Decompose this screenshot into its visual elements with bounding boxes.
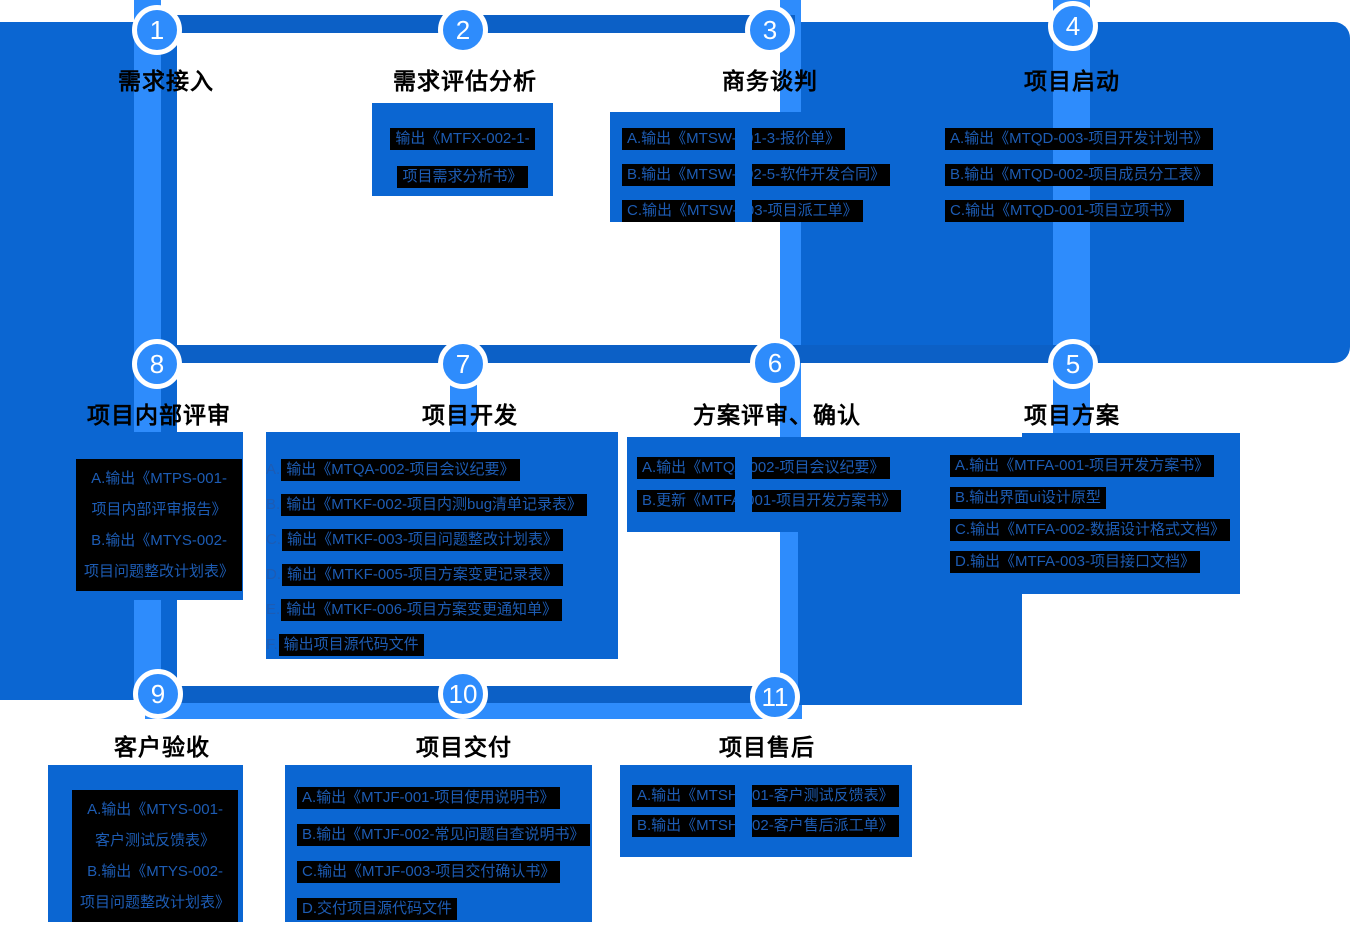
connector-bar-middle <box>157 345 1100 363</box>
list-item: C.输出《MTJF-003-项目交付确认书》 <box>297 861 590 883</box>
list-item: 项目需求分析书》 <box>372 166 553 188</box>
stage10-number-badge: 10 <box>438 669 488 719</box>
list-item: B.输出《MTQD-002-项目成员分工表》 <box>945 164 1214 186</box>
stage6-title: 方案评审、确认 <box>693 402 861 428</box>
stage3-number-badge: 3 <box>745 5 795 55</box>
stage7-output-list: A.输出《MTQA-002-项目会议纪要》 B.输出《MTKF-002-项目内测… <box>266 459 588 669</box>
stage11-title: 项目售后 <box>719 734 815 760</box>
stage6-output-list: A.输出《MTQA-002-项目会议纪要》 B.更新《MTFA-001-项目开发… <box>637 457 902 523</box>
stage11-output-list: A.输出《MTSH-001-客户测试反馈表》 B.输出《MTSH-002-客户售… <box>632 785 899 845</box>
panel-stage11 <box>620 765 912 857</box>
stage8-title: 项目内部评审 <box>87 402 231 428</box>
stage2-output-list: 输出《MTFX-002-1- 项目需求分析书》 <box>372 128 553 204</box>
list-item: 项目问题整改计划表》 <box>80 894 231 911</box>
stage4-output-list: A.输出《MTQD-003-项目开发计划书》 B.输出《MTQD-002-项目成… <box>945 128 1214 236</box>
list-item: A.输出《MTFA-001-项目开发方案书》 <box>950 455 1230 477</box>
stage1-number-badge: 1 <box>132 5 182 55</box>
panel-stripe-stage11 <box>735 780 752 842</box>
list-item: B.输出《MTSH-002-客户售后派工单》 <box>632 815 899 837</box>
list-item: B.输出《MTJF-002-常见问题自查说明书》 <box>297 824 590 846</box>
list-item: D.交付项目源代码文件 <box>297 898 590 920</box>
list-item: A.输出《MTQD-003-项目开发计划书》 <box>945 128 1214 150</box>
list-item: 输出《MTFX-002-1- <box>372 128 553 150</box>
stage7-title: 项目开发 <box>422 402 518 428</box>
stage1-title: 需求接入 <box>118 68 214 94</box>
stage4-title: 项目启动 <box>1024 68 1120 94</box>
stage9-number-badge: 9 <box>133 669 183 719</box>
list-item: B.输出《MTKF-002-项目内测bug清单记录表》 <box>266 494 588 516</box>
stage8-output-list: A.输出《MTPS-001- 项目内部评审报告》 B.输出《MTYS-002- … <box>76 459 243 591</box>
stage4-number-badge: 4 <box>1048 1 1098 51</box>
stage5-number-badge: 5 <box>1048 339 1098 389</box>
list-item: A.输出《MTJF-001-项目使用说明书》 <box>297 787 590 809</box>
list-item: B.输出《MTYS-002- <box>87 863 223 880</box>
list-item: A.输出《MTYS-001- <box>87 801 223 818</box>
stage5-output-list: A.输出《MTFA-001-项目开发方案书》 B.输出界面ui设计原型 C.输出… <box>950 455 1231 583</box>
list-item: A.输出《MTSW-001-3-报价单》 <box>622 128 890 150</box>
stage8-number-badge: 8 <box>132 339 182 389</box>
list-item: C.输出《MTQD-001-项目立项书》 <box>945 200 1213 222</box>
stage9-title: 客户验收 <box>114 734 210 760</box>
panel-stripe-stage6 <box>735 451 752 526</box>
stage6-number-badge: 6 <box>750 338 800 388</box>
list-item: C.输出《MTSW-003-项目派工单》 <box>622 200 890 222</box>
stage5-title: 项目方案 <box>1024 402 1120 428</box>
stage10-title: 项目交付 <box>416 734 512 760</box>
panel-stage6 <box>627 437 903 532</box>
list-item: C.输出《MTFA-002-数据设计格式文档》 <box>950 519 1231 541</box>
stage2-number-badge: 2 <box>438 5 488 55</box>
list-item: B.更新《MTFA-001-项目开发方案书》 <box>637 490 902 512</box>
stage10-output-list: A.输出《MTJF-001-项目使用说明书》 B.输出《MTJF-002-常见问… <box>297 787 590 929</box>
list-item: E.输出《MTKF-006-项目方案变更通知单》 <box>266 599 587 621</box>
list-item: C.输出《MTKF-003-项目问题整改计划表》 <box>266 529 587 551</box>
list-item: A.输出《MTQA-002-项目会议纪要》 <box>266 459 587 481</box>
list-item: A.输出《MTSH-001-客户测试反馈表》 <box>632 785 899 807</box>
stage3-output-list: A.输出《MTSW-001-3-报价单》 B.输出《MTSW-002-5-软件开… <box>622 128 891 236</box>
stage3-title: 商务谈判 <box>722 68 818 94</box>
list-item: 项目问题整改计划表》 <box>84 563 235 580</box>
list-item: A.输出《MTPS-001- <box>91 470 227 487</box>
stage2-title: 需求评估分析 <box>393 68 537 94</box>
list-item: 项目内部评审报告》 <box>91 501 227 518</box>
list-item: F.输出项目源代码文件 <box>266 634 587 656</box>
list-item: B.输出《MTSW-002-5-软件开发合同》 <box>622 164 891 186</box>
panel-stripe-stage3 <box>735 124 752 222</box>
stage11-number-badge: 11 <box>750 672 800 722</box>
list-item: A.输出《MTQA-002-项目会议纪要》 <box>637 457 901 479</box>
list-item: B.输出《MTYS-002- <box>91 532 227 549</box>
list-item: 客户测试反馈表》 <box>95 832 216 849</box>
list-item: D.输出《MTKF-005-项目方案变更记录表》 <box>266 564 587 586</box>
list-item: B.输出界面ui设计原型 <box>950 487 1230 509</box>
stage9-output-list: A.输出《MTYS-001- 客户测试反馈表》 B.输出《MTYS-002- 项… <box>72 790 239 922</box>
list-item: D.输出《MTFA-003-项目接口文档》 <box>950 551 1230 573</box>
stage7-number-badge: 7 <box>438 339 488 389</box>
